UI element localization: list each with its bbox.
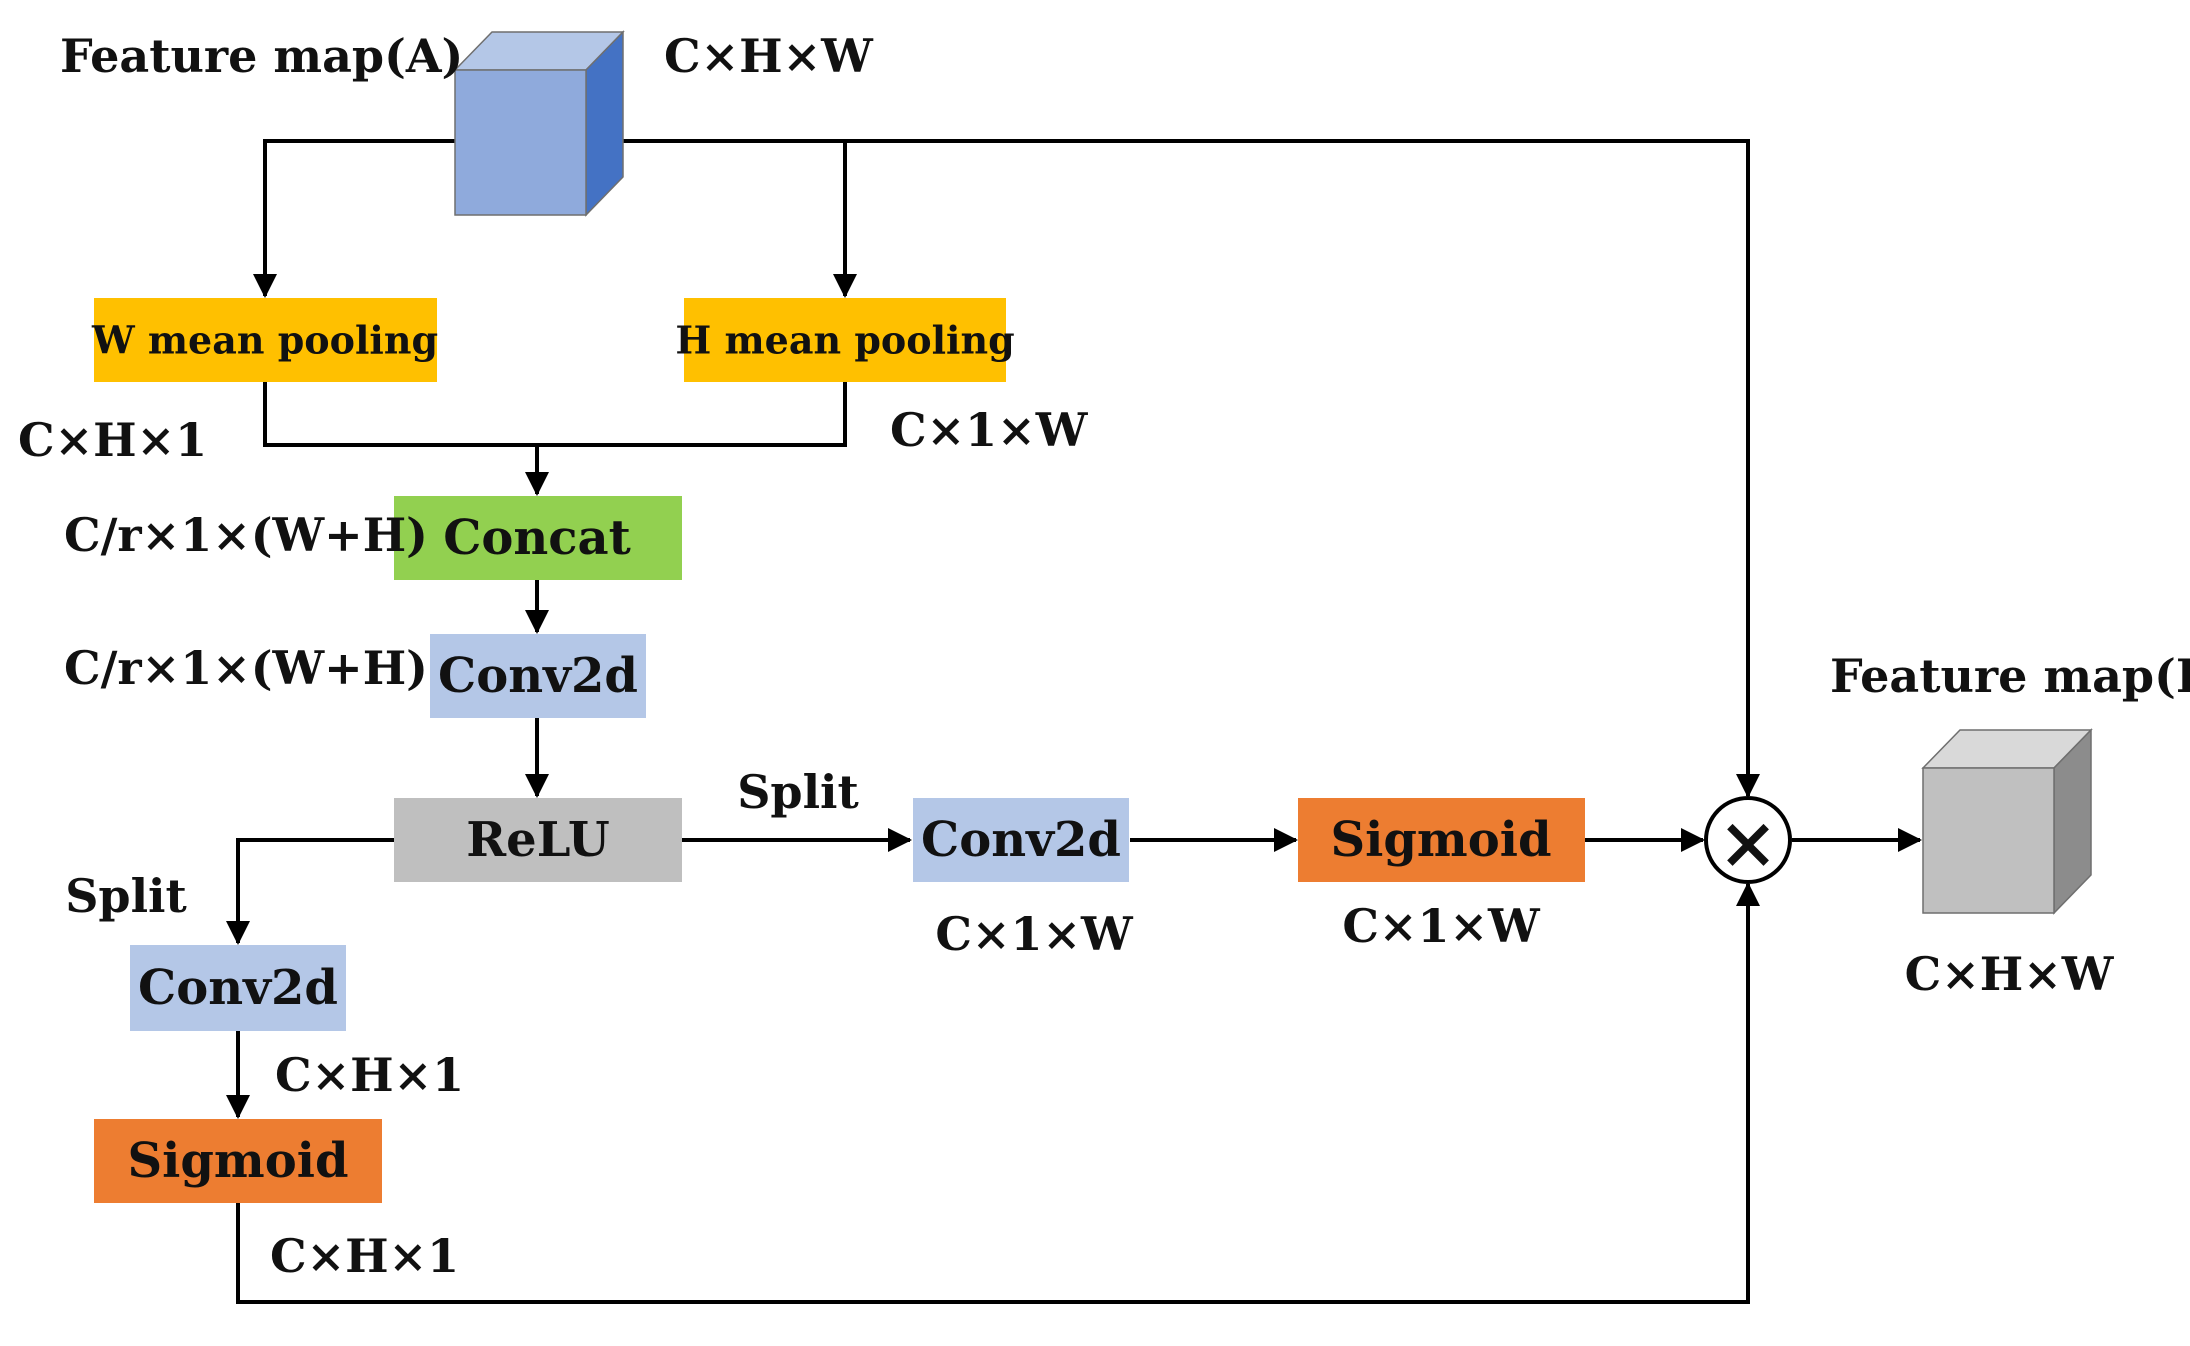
edges bbox=[226, 139, 1922, 1304]
h-mean-pooling-node: H mean pooling bbox=[675, 298, 1015, 382]
concat-node: Concat bbox=[394, 496, 682, 580]
conv2d-w-label: Conv2d bbox=[921, 812, 1121, 868]
split-w-label: Split bbox=[737, 765, 859, 819]
w-mean-pooling-node: W mean pooling bbox=[91, 298, 438, 382]
sigmoid-h-label: Sigmoid bbox=[127, 1133, 348, 1189]
sigmoid-w-node: Sigmoid bbox=[1298, 798, 1585, 882]
sigmoid-w-output-dims: C×1×W bbox=[1342, 899, 1541, 953]
feature-map-b-dims: C×H×W bbox=[1905, 947, 2115, 1001]
conv2d-h-node: Conv2d bbox=[130, 945, 346, 1031]
edge-sigmoid-h-to-multiply bbox=[236, 882, 1760, 1304]
w-pool-output-dims: C×H×1 bbox=[18, 413, 207, 467]
concat-output-dims: C/r×1×(W+H) bbox=[64, 508, 428, 562]
relu-node: ReLU bbox=[394, 798, 682, 882]
feature-map-b-cube bbox=[1921, 728, 2093, 915]
edge-pools-to-concat bbox=[263, 382, 847, 494]
conv2d-output-dims: C/r×1×(W+H) bbox=[64, 641, 428, 695]
conv2d-shared-node: Conv2d bbox=[430, 634, 646, 718]
edge-relu-to-conv-h bbox=[226, 838, 394, 945]
conv2d-h-output-dims: C×H×1 bbox=[275, 1048, 464, 1102]
multiply-node: × bbox=[1704, 796, 1792, 885]
edge-input-to-w-pool bbox=[253, 139, 455, 298]
sigmoid-h-output-dims: C×H×1 bbox=[270, 1229, 459, 1283]
split-h-label: Split bbox=[65, 869, 187, 923]
conv2d-w-output-dims: C×1×W bbox=[935, 907, 1134, 961]
multiply-circle bbox=[1704, 796, 1792, 884]
conv2d-h-label: Conv2d bbox=[138, 960, 338, 1016]
feature-map-a-label: Feature map(A) bbox=[60, 29, 463, 83]
concat-label: Concat bbox=[443, 510, 631, 566]
feature-map-a-dims: C×H×W bbox=[664, 29, 874, 83]
feature-map-a-front-face bbox=[454, 69, 587, 216]
feature-map-a-cube bbox=[453, 30, 625, 217]
h-mean-pooling-label: H mean pooling bbox=[675, 318, 1014, 363]
conv2d-shared-label: Conv2d bbox=[438, 648, 638, 704]
h-pool-output-dims: C×1×W bbox=[890, 403, 1089, 457]
sigmoid-h-node: Sigmoid bbox=[94, 1119, 382, 1203]
feature-map-b-label: Feature map(B) bbox=[1830, 649, 2190, 703]
sigmoid-w-label: Sigmoid bbox=[1330, 812, 1551, 868]
edge-input-residual bbox=[845, 139, 1760, 798]
feature-map-b-front-face bbox=[1922, 767, 2055, 914]
multiply-icon: × bbox=[1718, 800, 1778, 885]
w-mean-pooling-label: W mean pooling bbox=[91, 318, 438, 363]
conv2d-w-node: Conv2d bbox=[913, 798, 1129, 882]
relu-label: ReLU bbox=[466, 812, 609, 868]
